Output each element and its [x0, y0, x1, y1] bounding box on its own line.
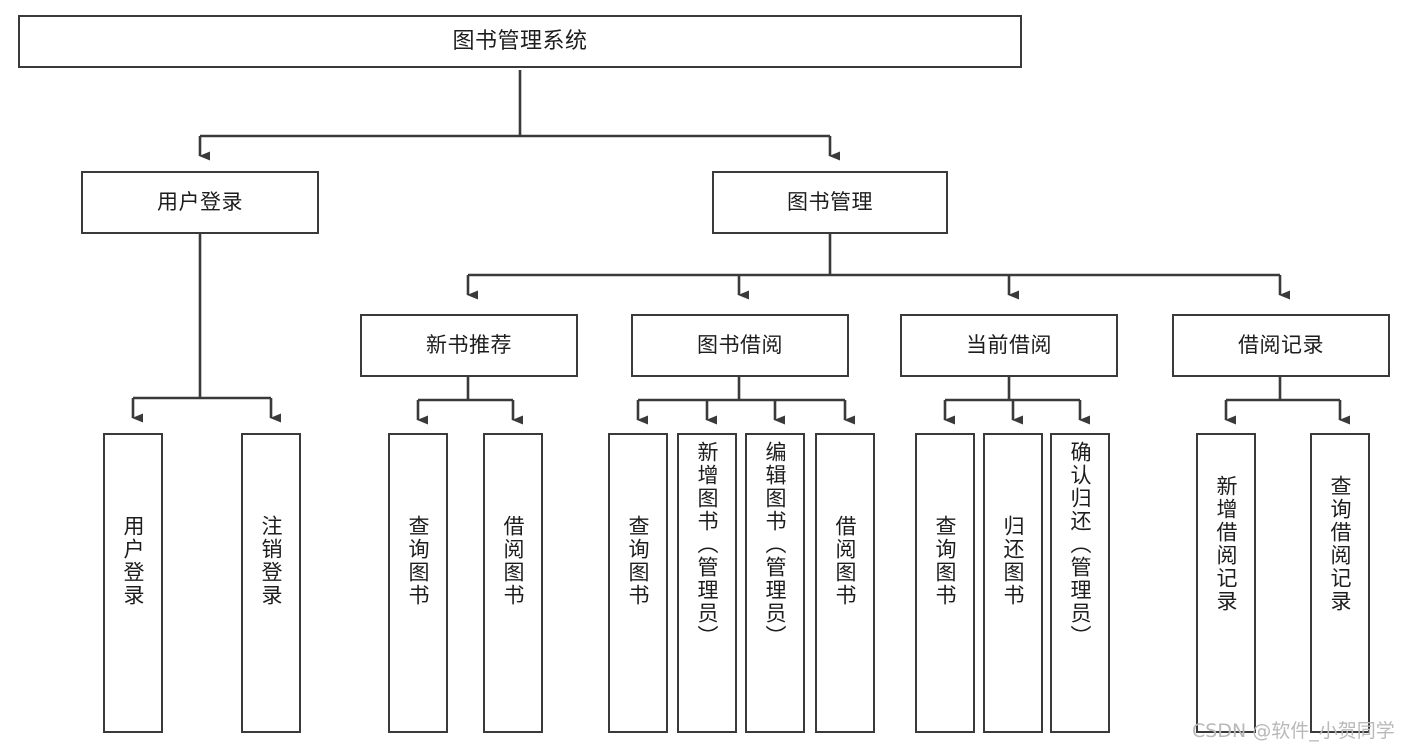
node-label: 查询图书	[406, 515, 431, 607]
node-user-login[interactable]: 用户登录	[81, 171, 319, 234]
leaf-user-login-signin[interactable]: 用户登录	[103, 433, 163, 733]
leaf-record-add[interactable]: 新增借阅记录	[1196, 433, 1256, 733]
node-book-management[interactable]: 图书管理	[712, 171, 948, 234]
connectors-borrow-to-leaves	[636, 377, 855, 425]
leaf-current-query-book[interactable]: 查询图书	[915, 433, 975, 733]
node-label: 图书管理	[787, 190, 873, 215]
connectors-record-to-leaves	[1224, 377, 1350, 425]
node-label: 借阅图书	[833, 515, 858, 607]
node-label: 归还图书	[1001, 515, 1026, 607]
leaf-borrow-query-book[interactable]: 查询图书	[608, 433, 668, 733]
node-label: 图书管理系统	[452, 28, 588, 54]
node-label: 借阅记录	[1238, 333, 1324, 358]
leaf-user-login-signout[interactable]: 注销登录	[241, 433, 301, 733]
node-label: 注销登录	[259, 515, 284, 607]
leaf-new-book-query[interactable]: 查询图书	[388, 433, 448, 733]
node-label: 确认归还（管理员）	[1068, 441, 1093, 648]
node-label: 借阅图书	[501, 515, 526, 607]
node-label: 编辑图书（管理员）	[763, 441, 788, 648]
connectors-userlogin-to-leaves	[131, 234, 281, 423]
node-current-borrow[interactable]: 当前借阅	[900, 314, 1118, 377]
leaf-current-confirm-return[interactable]: 确认归还（管理员）	[1050, 433, 1110, 733]
leaf-new-book-borrow[interactable]: 借阅图书	[483, 433, 543, 733]
node-new-book-recommend[interactable]: 新书推荐	[360, 314, 578, 377]
node-label: 当前借阅	[966, 333, 1052, 358]
leaf-borrow-edit-book[interactable]: 编辑图书（管理员）	[745, 433, 805, 733]
node-root-system[interactable]: 图书管理系统	[18, 15, 1022, 68]
connectors-root-to-level1	[198, 70, 840, 161]
leaf-record-query[interactable]: 查询借阅记录	[1310, 433, 1370, 733]
node-book-borrow[interactable]: 图书借阅	[631, 314, 849, 377]
leaf-borrow-borrow-book[interactable]: 借阅图书	[815, 433, 875, 733]
leaf-borrow-add-book[interactable]: 新增图书（管理员）	[677, 433, 737, 733]
node-label: 新书推荐	[426, 333, 512, 358]
connectors-current-to-leaves	[943, 377, 1090, 425]
node-label: 查询图书	[933, 515, 958, 607]
node-borrow-record[interactable]: 借阅记录	[1172, 314, 1390, 377]
node-label: 图书借阅	[697, 333, 783, 358]
node-label: 查询图书	[626, 515, 651, 607]
node-label: 新增图书（管理员）	[695, 441, 720, 648]
node-label: 新增借阅记录	[1214, 475, 1239, 613]
node-label: 用户登录	[157, 190, 243, 215]
node-label: 用户登录	[121, 515, 146, 607]
connectors-bookmgmt-to-level2	[466, 234, 1290, 300]
node-label: 查询借阅记录	[1328, 475, 1353, 613]
leaf-current-return-book[interactable]: 归还图书	[983, 433, 1043, 733]
connectors-newbook-to-leaves	[416, 377, 523, 425]
